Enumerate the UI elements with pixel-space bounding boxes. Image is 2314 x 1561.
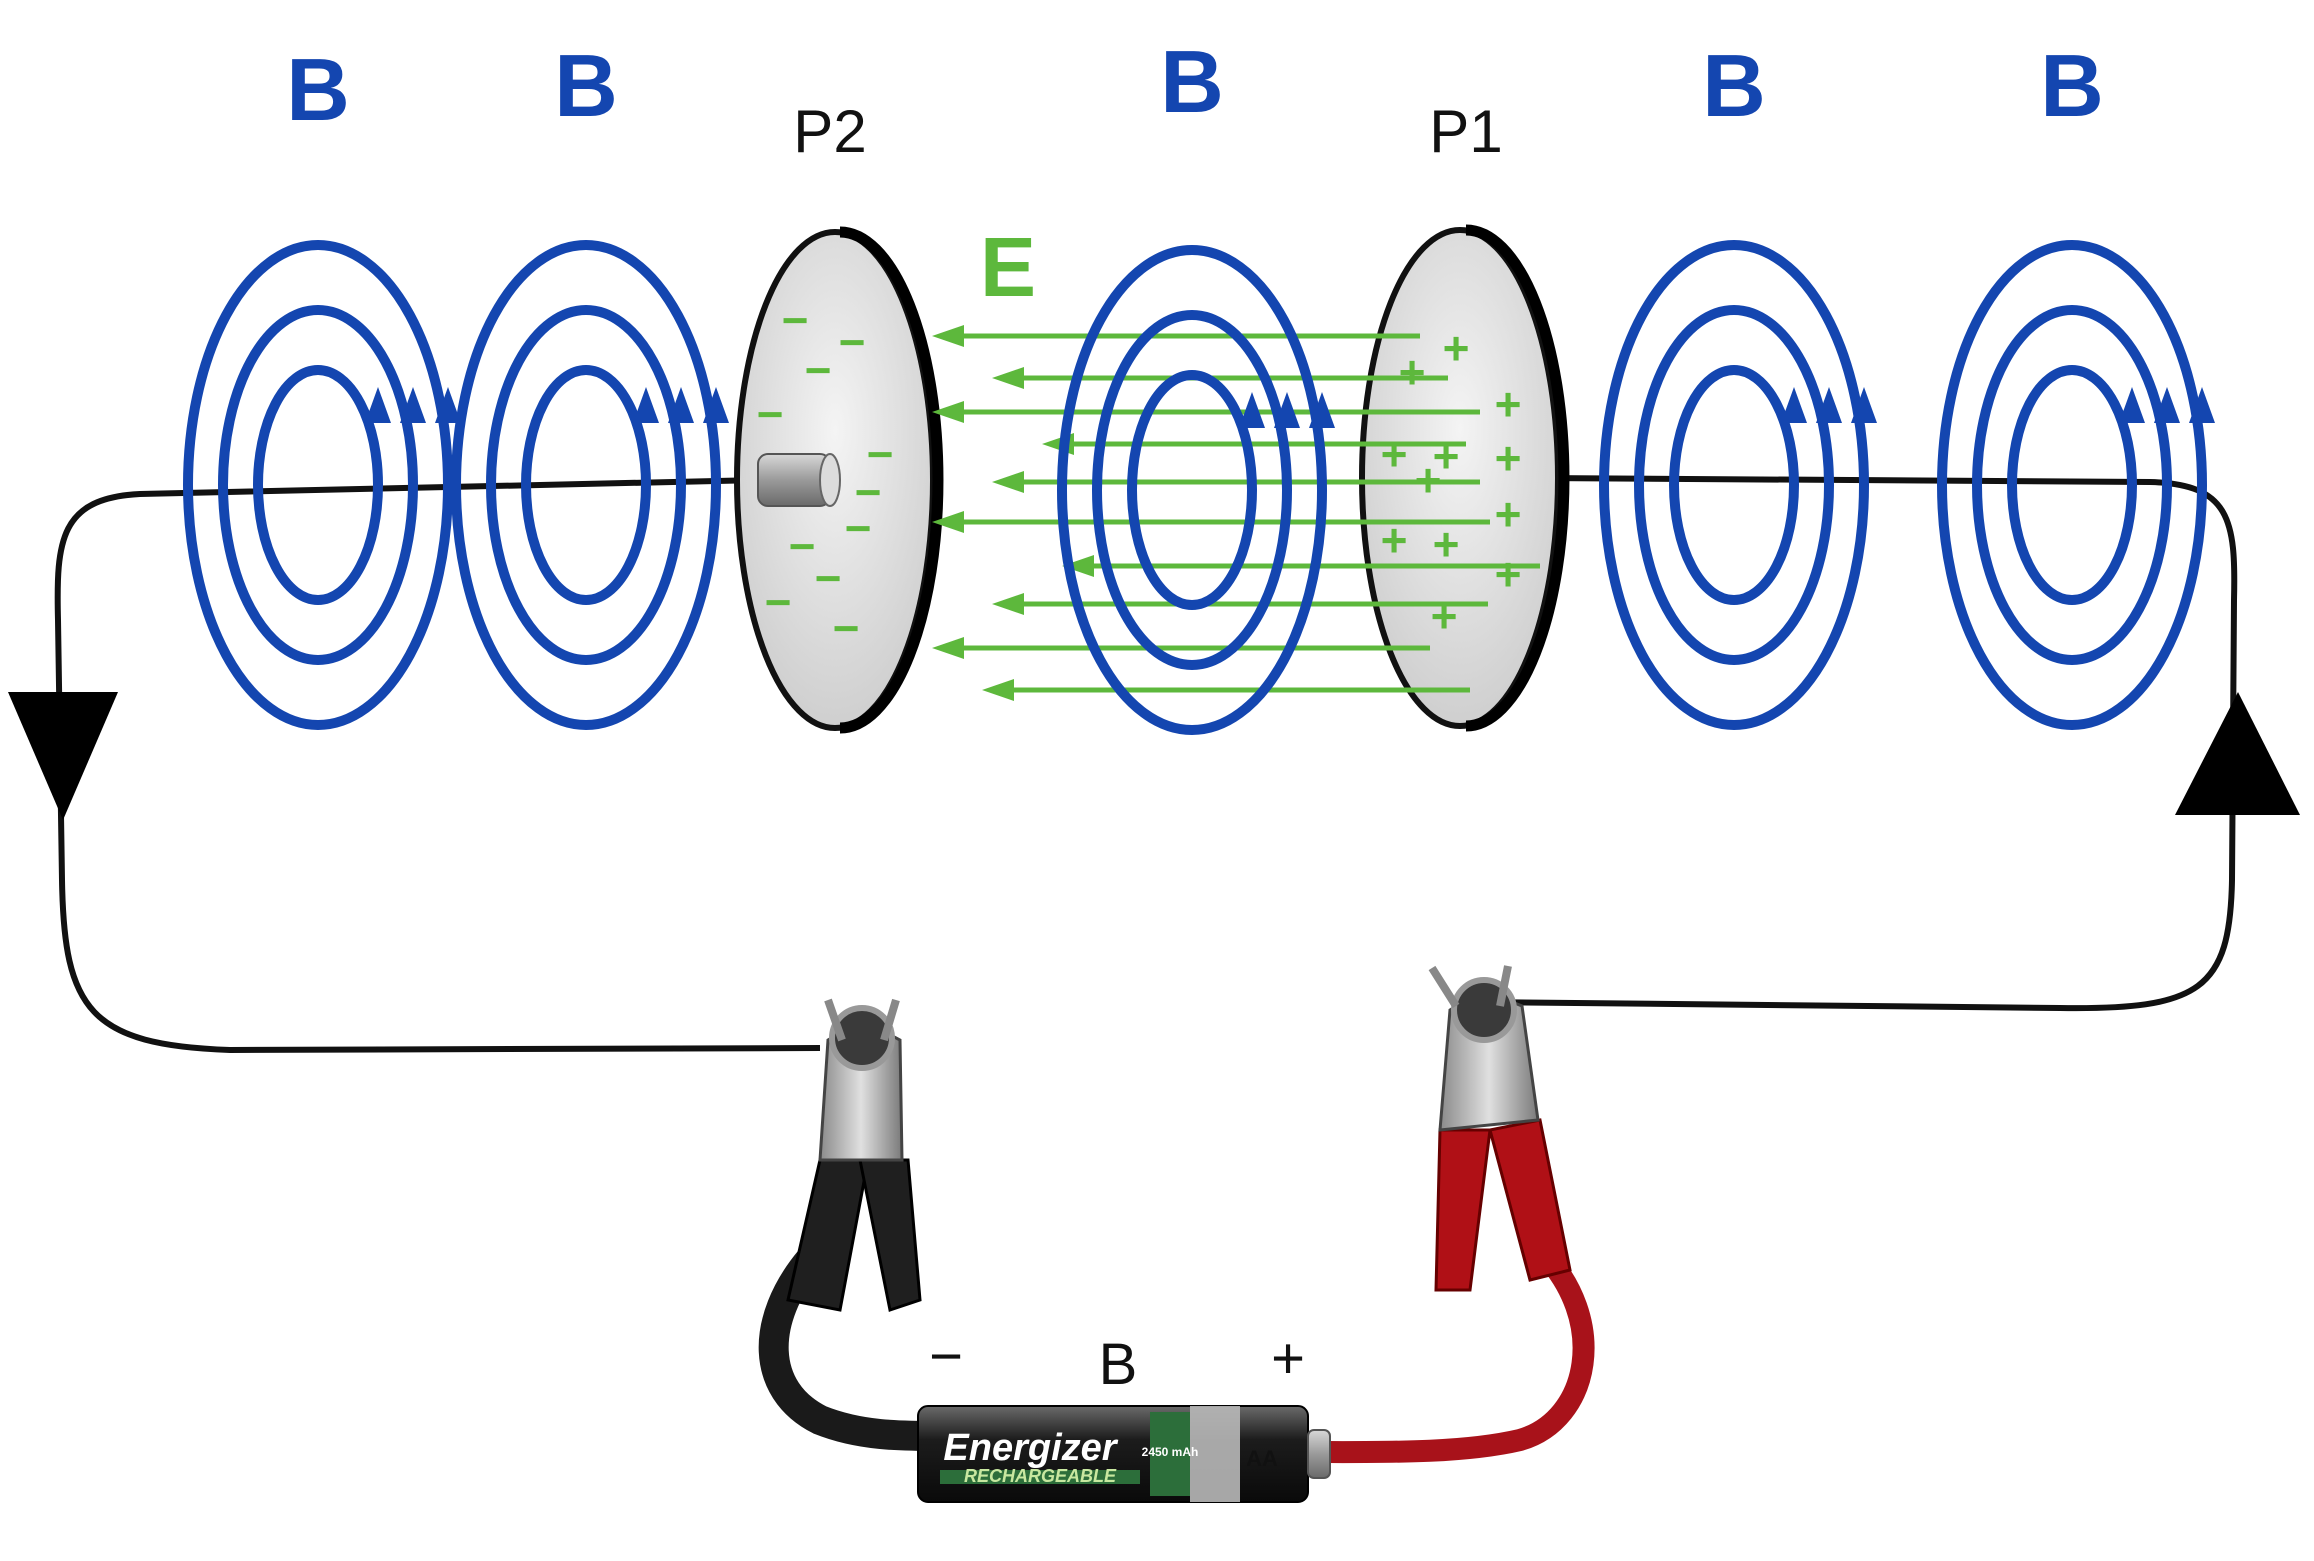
magnetic-field-loop xyxy=(451,240,721,730)
magnetic-field-loop xyxy=(1972,305,2172,665)
positive-charge: + xyxy=(1399,346,1426,398)
current-arrow-icon xyxy=(2175,692,2300,815)
field-direction-arrow-icon xyxy=(2154,387,2180,423)
battery-plus-label: + xyxy=(1271,1326,1305,1391)
battery-capacity: 2450 mAh xyxy=(1142,1445,1199,1459)
field-direction-arrow-icon xyxy=(1274,392,1300,428)
positive-charge: + xyxy=(1495,432,1522,484)
magnetic-field-loop xyxy=(218,305,418,665)
e-field-label: E xyxy=(980,220,1036,314)
battery-minus-label: − xyxy=(929,1324,963,1389)
positive-charge: + xyxy=(1381,428,1408,480)
magnetic-field-loops xyxy=(183,240,2215,735)
magnetic-field-loop xyxy=(183,240,453,730)
field-direction-arrow-icon xyxy=(435,387,461,423)
field-direction-arrow-icon xyxy=(703,387,729,423)
field-direction-arrow-icon xyxy=(1851,387,1877,423)
battery-label: B xyxy=(1099,1332,1138,1397)
battery-brand: Energizer xyxy=(943,1427,1118,1469)
magnetic-field-loop xyxy=(1127,370,1257,610)
negative-charge: − xyxy=(839,316,866,368)
field-direction-arrow-icon xyxy=(992,593,1024,615)
magnetic-field-loop xyxy=(521,365,651,605)
field-direction-arrow-icon xyxy=(1062,555,1094,577)
negative-charge: − xyxy=(782,294,809,346)
field-direction-arrow-icon xyxy=(633,387,659,423)
magnetic-field-loop xyxy=(1669,365,1799,605)
negative-charge: − xyxy=(805,344,832,396)
capacitor-plate-p2 xyxy=(734,226,944,734)
field-direction-arrow-icon xyxy=(1239,392,1265,428)
negative-charge: − xyxy=(815,552,842,604)
positive-charge: + xyxy=(1495,548,1522,600)
positive-charge: + xyxy=(1443,322,1470,374)
field-direction-arrow-icon xyxy=(668,387,694,423)
negative-charge: − xyxy=(789,520,816,572)
negative-charge: − xyxy=(867,428,894,480)
magnetic-field-loop xyxy=(1599,240,1869,730)
field-direction-arrow-icon xyxy=(932,637,964,659)
b-field-label: B xyxy=(554,36,618,135)
field-direction-arrow-icon xyxy=(1781,387,1807,423)
field-direction-arrow-icon xyxy=(932,325,964,347)
field-direction-arrow-icon xyxy=(932,401,964,423)
magnetic-field-loop xyxy=(1634,305,1834,665)
negative-charge: − xyxy=(833,602,860,654)
positive-charges: ++++++++++++ xyxy=(1381,322,1522,642)
b-field-label: B xyxy=(2040,36,2104,135)
positive-charge: + xyxy=(1431,590,1458,642)
negative-charge: − xyxy=(765,576,792,628)
positive-charge: + xyxy=(1495,488,1522,540)
b-field-label: B xyxy=(1702,36,1766,135)
magnetic-field-loop xyxy=(2007,365,2137,605)
negative-charge: − xyxy=(757,388,784,440)
magnetic-field-loop xyxy=(486,305,686,665)
magnetic-field-labels: B B B B B xyxy=(286,32,2104,139)
plate-label-p1: P1 xyxy=(1429,98,1502,165)
positive-charge: + xyxy=(1433,518,1460,570)
negative-charges: −−−−−−−−−−− xyxy=(757,294,894,654)
b-field-label: B xyxy=(286,40,350,139)
field-direction-arrow-icon xyxy=(2119,387,2145,423)
negative-charge: − xyxy=(845,502,872,554)
field-direction-arrow-icon xyxy=(982,679,1014,701)
field-direction-arrow-icon xyxy=(1816,387,1842,423)
plate-label-p2: P2 xyxy=(793,98,866,165)
field-direction-arrow-icon xyxy=(932,511,964,533)
battery-size: AA xyxy=(1246,1446,1278,1471)
magnetic-field-loop xyxy=(1937,240,2207,730)
field-direction-arrow-icon xyxy=(1309,392,1335,428)
battery-type: RECHARGEABLE xyxy=(964,1466,1117,1486)
negative-charge: − xyxy=(855,466,882,518)
battery-icon: Energizer RECHARGEABLE 2450 mAh AA xyxy=(917,1405,1331,1503)
magnetic-field-loop xyxy=(1057,245,1327,735)
field-direction-arrow-icon xyxy=(365,387,391,423)
field-direction-arrow-icon xyxy=(992,471,1024,493)
magnetic-field-loop xyxy=(253,365,383,605)
field-direction-arrow-icon xyxy=(2189,387,2215,423)
field-direction-arrow-icon xyxy=(400,387,426,423)
positive-charge: + xyxy=(1495,378,1522,430)
b-field-label: B xyxy=(1160,32,1224,131)
magnetic-field-loop xyxy=(1092,310,1292,670)
alligator-clip-icon xyxy=(758,998,955,1451)
current-arrow-icon xyxy=(8,692,118,820)
alligator-clip-icon xyxy=(1289,965,1595,1464)
positive-charge: + xyxy=(1433,430,1460,482)
field-direction-arrow-icon xyxy=(992,367,1024,389)
